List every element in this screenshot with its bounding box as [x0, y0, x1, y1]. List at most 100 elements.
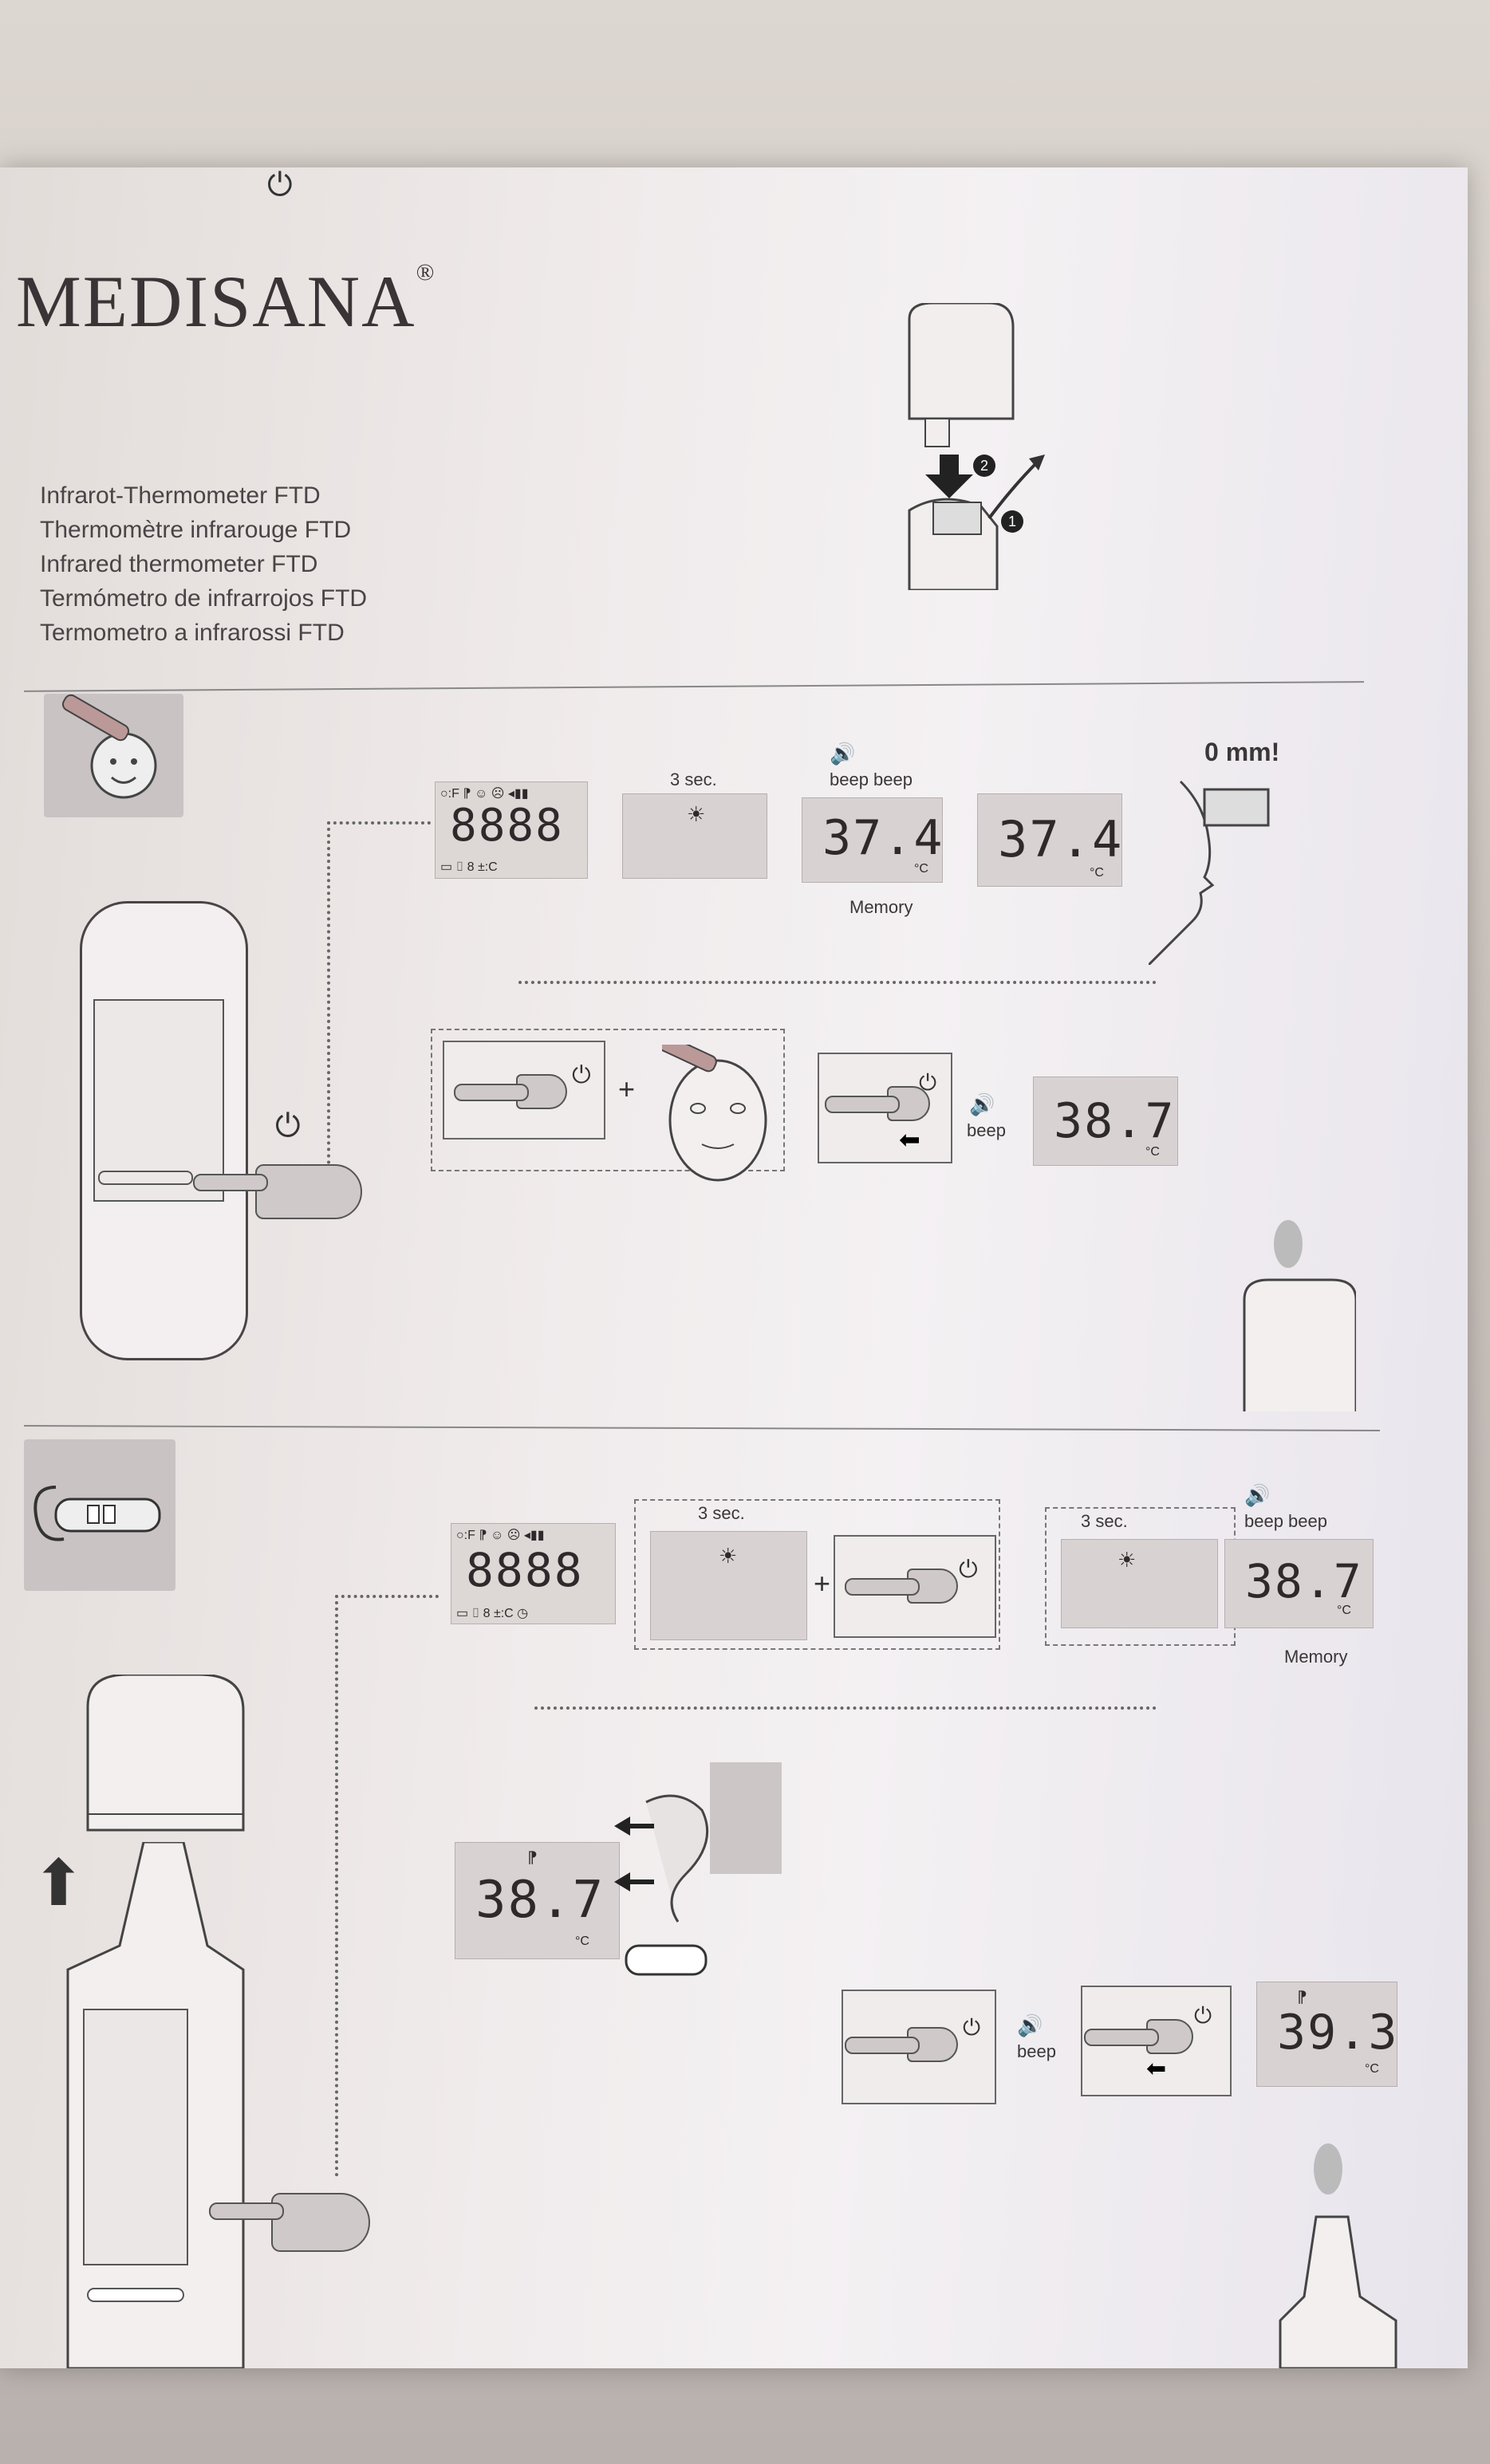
- reading-value: 38.7: [1245, 1554, 1363, 1608]
- unit-label: °C: [1337, 1604, 1351, 1617]
- memory-label: Memory: [849, 897, 913, 917]
- button-press-frame: ⏻: [834, 1535, 996, 1638]
- up-arrow-icon: ⬆: [32, 1848, 86, 1919]
- brand-name: MEDISANA: [16, 261, 416, 342]
- flow-line: [327, 821, 330, 1164]
- section-divider-2: [24, 1425, 1380, 1431]
- memory-label: Memory: [1284, 1647, 1348, 1667]
- forehead-mode-icon: [44, 694, 183, 817]
- button-release-frame: ⏻ ⬅: [1081, 1986, 1232, 2096]
- unit-label: °C: [1365, 2062, 1379, 2076]
- device-switch: [98, 1171, 193, 1185]
- ear-start-group: [634, 1499, 1000, 1650]
- ear-lcd-waiting-2: ☀: [1061, 1539, 1218, 1628]
- flow-line: [335, 1595, 338, 2177]
- flow-line: [534, 1706, 1157, 1710]
- plus-sign: +: [814, 1567, 831, 1600]
- profile-illustration: [1147, 773, 1292, 966]
- left-arrow-icon: ⬅: [899, 1125, 920, 1154]
- reading-value: 37.4: [822, 810, 944, 866]
- reading-value: 38.7: [1054, 1093, 1176, 1149]
- button-release-frame: ⏻ ⬅: [818, 1053, 952, 1163]
- cap-illustration: 2 1: [893, 301, 1077, 592]
- brand-logo: MEDISANA®: [16, 259, 436, 344]
- beep-beep-label: beep beep: [1244, 1511, 1327, 1531]
- ear-lcd-waiting: ☀: [650, 1531, 807, 1640]
- device-top-illustration: [1228, 1196, 1358, 1411]
- lcd-waiting: ☀: [622, 793, 767, 879]
- wait-label: 3 sec.: [1081, 1511, 1128, 1531]
- flow-line: [335, 1595, 439, 1598]
- lcd-all-segments: ○:F ⁋ ☺ ☹ ◂▮▮ 8888 ▭ ⌷ 8 ±:C: [435, 781, 588, 879]
- ear-lcd-reading-1: 38.7 °C: [1224, 1539, 1374, 1628]
- pressing-hand: [845, 2027, 958, 2062]
- ear-cap-illustration: [80, 1673, 247, 1834]
- pressing-hand: [825, 1086, 930, 1121]
- flow-line: [327, 821, 431, 825]
- power-icon: ⏻: [572, 1062, 591, 1088]
- step-2-badge: 2: [973, 455, 995, 477]
- measurement-group: [431, 1029, 785, 1171]
- lcd-top-icons: ○:F ⁋ ☺ ☹ ◂▮▮: [456, 1529, 545, 1542]
- beep-label: beep: [967, 1120, 1006, 1140]
- step-1-badge: 1: [1001, 510, 1023, 533]
- power-icon: ⏻: [267, 167, 293, 203]
- flow-line: [518, 981, 1157, 984]
- lcd-segments: 8888: [450, 800, 564, 852]
- ear-pull-illustration: [614, 1762, 790, 2009]
- pressing-hand: [454, 1074, 567, 1109]
- speaker-icon: 🔊: [1244, 1483, 1271, 1507]
- beep-label: beep: [1017, 2041, 1056, 2061]
- plus-sign: +: [618, 1073, 636, 1105]
- power-icon: ⏻: [275, 1108, 301, 1143]
- reading-value: 37.4: [998, 810, 1124, 868]
- power-icon: ⏻: [959, 1557, 978, 1583]
- thermometer-device: [80, 901, 248, 1360]
- sun-icon: ☀: [719, 1544, 738, 1568]
- power-icon: ⏻: [1194, 2003, 1212, 2028]
- wait-label: 3 sec.: [698, 1503, 745, 1523]
- unit-label: °C: [1090, 866, 1104, 880]
- ear-lcd-reading-2: ⁋ 38.7 °C: [455, 1842, 620, 1959]
- face-illustration: [658, 1034, 774, 1184]
- section-divider-1: [24, 681, 1364, 692]
- unit-label: °C: [1145, 1145, 1160, 1159]
- distance-label: 0 mm!: [1204, 738, 1280, 766]
- power-icon: ⏻: [963, 2015, 981, 2040]
- title-fr: Thermomètre infrarouge FTD: [40, 517, 352, 543]
- registered-mark: ®: [416, 259, 436, 285]
- unit-label: °C: [914, 862, 928, 876]
- reading-value: 39.3: [1277, 2005, 1399, 2061]
- title-en: Infrared thermometer FTD: [40, 551, 318, 577]
- sun-icon: ☀: [687, 802, 706, 826]
- left-arrow-icon: ⬅: [1146, 2056, 1167, 2082]
- ear-icon: ⁋: [527, 1849, 538, 1867]
- lcd-bottom-icons: ▭ ⌷ 8 ±:C: [440, 860, 498, 874]
- pressing-hand: [1084, 2019, 1193, 2054]
- ear-thermometer-device: [64, 1840, 255, 2370]
- title-es: Termómetro de infrarrojos FTD: [40, 585, 368, 612]
- beep-beep-label: beep beep: [830, 770, 913, 789]
- speaker-icon: 🔊: [1017, 2013, 1043, 2037]
- title-de: Infrarot-Thermometer FTD: [40, 482, 321, 509]
- lcd-reading-3: 38.7 °C: [1033, 1077, 1178, 1166]
- speaker-icon: 🔊: [830, 742, 856, 766]
- pressing-hand: [845, 1569, 958, 1604]
- device-display: [93, 999, 224, 1202]
- power-icon: ⏻: [919, 1070, 937, 1095]
- unit-label: °C: [575, 1935, 589, 1948]
- sun-icon: ☀: [1118, 1548, 1137, 1572]
- product-titles: Infrarot-Thermometer FTD Thermomètre inf…: [40, 478, 367, 650]
- button-press-frame: ⏻: [842, 1990, 996, 2104]
- ear-probe-illustration: [1276, 2137, 1404, 2370]
- pressing-hand: [209, 2193, 370, 2252]
- button-press-frame: ⏻: [443, 1041, 605, 1140]
- lcd-segments: 8888: [466, 1543, 584, 1597]
- title-it: Termometro a infrarossi FTD: [40, 620, 345, 646]
- ear-icon: ⁋: [1297, 1989, 1307, 2006]
- pressing-hand: [193, 1164, 362, 1219]
- reading-value: 38.7: [475, 1871, 605, 1930]
- wait-label: 3 sec.: [670, 770, 717, 789]
- ear-lcd-reading-3: ⁋ 39.3 °C: [1256, 1982, 1397, 2087]
- ear-mode-icon: [24, 1439, 175, 1591]
